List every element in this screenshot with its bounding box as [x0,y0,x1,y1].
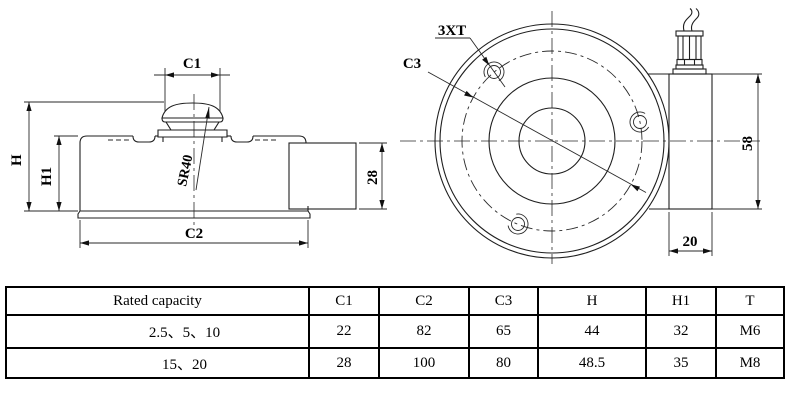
cell-c3: 80 [468,347,539,379]
side-view-body-outline [77,135,357,219]
dimension-h1: H1 [39,135,78,211]
cable-wire [682,8,693,32]
spec-table-header-row: Rated capacity C1 C2 C3 H H1 T [5,286,785,316]
load-button [157,102,228,142]
technical-drawing: SR40 H H1 [9,8,762,264]
cable-connector [672,8,707,75]
cell-h: 48.5 [537,347,647,379]
spec-table: Rated capacity C1 C2 C3 H H1 T 2.5、5、10 … [5,286,785,379]
cell-h1: 32 [645,314,717,349]
dimension-28: 28 [359,142,387,210]
cell-t: M8 [715,347,785,379]
col-header-c1: C1 [308,286,380,316]
top-view: 3XT C3 [400,8,762,264]
dimension-58: 58 [740,74,761,209]
c1-label: C1 [183,56,201,72]
bolt-hole [483,61,505,83]
h-label: H [9,154,25,166]
cell-c2: 100 [378,347,470,379]
col-header-h: H [537,286,647,316]
dimension-c1: C1 [154,56,230,112]
cell-capacity: 15、20 [5,347,310,379]
c3-label: C3 [403,56,421,72]
thread-callout: 3XT [435,23,506,88]
sr40-callout: SR40 [175,106,210,191]
cell-t: M6 [715,314,785,349]
cell-h1: 35 [645,347,717,379]
dimension-c2: C2 [79,220,309,248]
bolt-hole [507,213,529,235]
dimension-20: 20 [668,212,713,256]
cell-c1: 22 [308,314,380,349]
dimension-h: H [9,101,164,212]
dim-20-label: 20 [683,234,698,250]
col-header-t: T [715,286,785,316]
c2-label: C2 [185,226,203,242]
dimension-c3: C3 [403,56,647,193]
cell-h: 44 [537,314,647,349]
cell-c1: 28 [308,347,380,379]
col-header-h1: H1 [645,286,717,316]
dim-58-label: 58 [740,136,756,151]
top-view-circles [434,23,670,259]
cell-c2: 82 [378,314,470,349]
sr40-label: SR40 [175,154,196,188]
spec-row-large-capacity: 15、20 28 100 80 48.5 35 M8 [5,347,785,379]
dim-28-label: 28 [365,170,381,185]
cable-wire [690,8,700,32]
cell-capacity: 2.5、5、10 [5,314,310,349]
cell-c3: 65 [468,314,539,349]
col-header-c2: C2 [378,286,470,316]
h1-label: H1 [39,167,55,186]
col-header-c3: C3 [468,286,539,316]
cable-block-side [288,142,357,210]
thread-callout-label: 3XT [438,23,466,39]
side-view: SR40 H H1 [9,56,387,248]
col-header-rated-capacity: Rated capacity [5,286,310,316]
bolt-holes [483,61,651,235]
spec-row-small-capacity: 2.5、5、10 22 82 65 44 32 M6 [5,314,785,349]
